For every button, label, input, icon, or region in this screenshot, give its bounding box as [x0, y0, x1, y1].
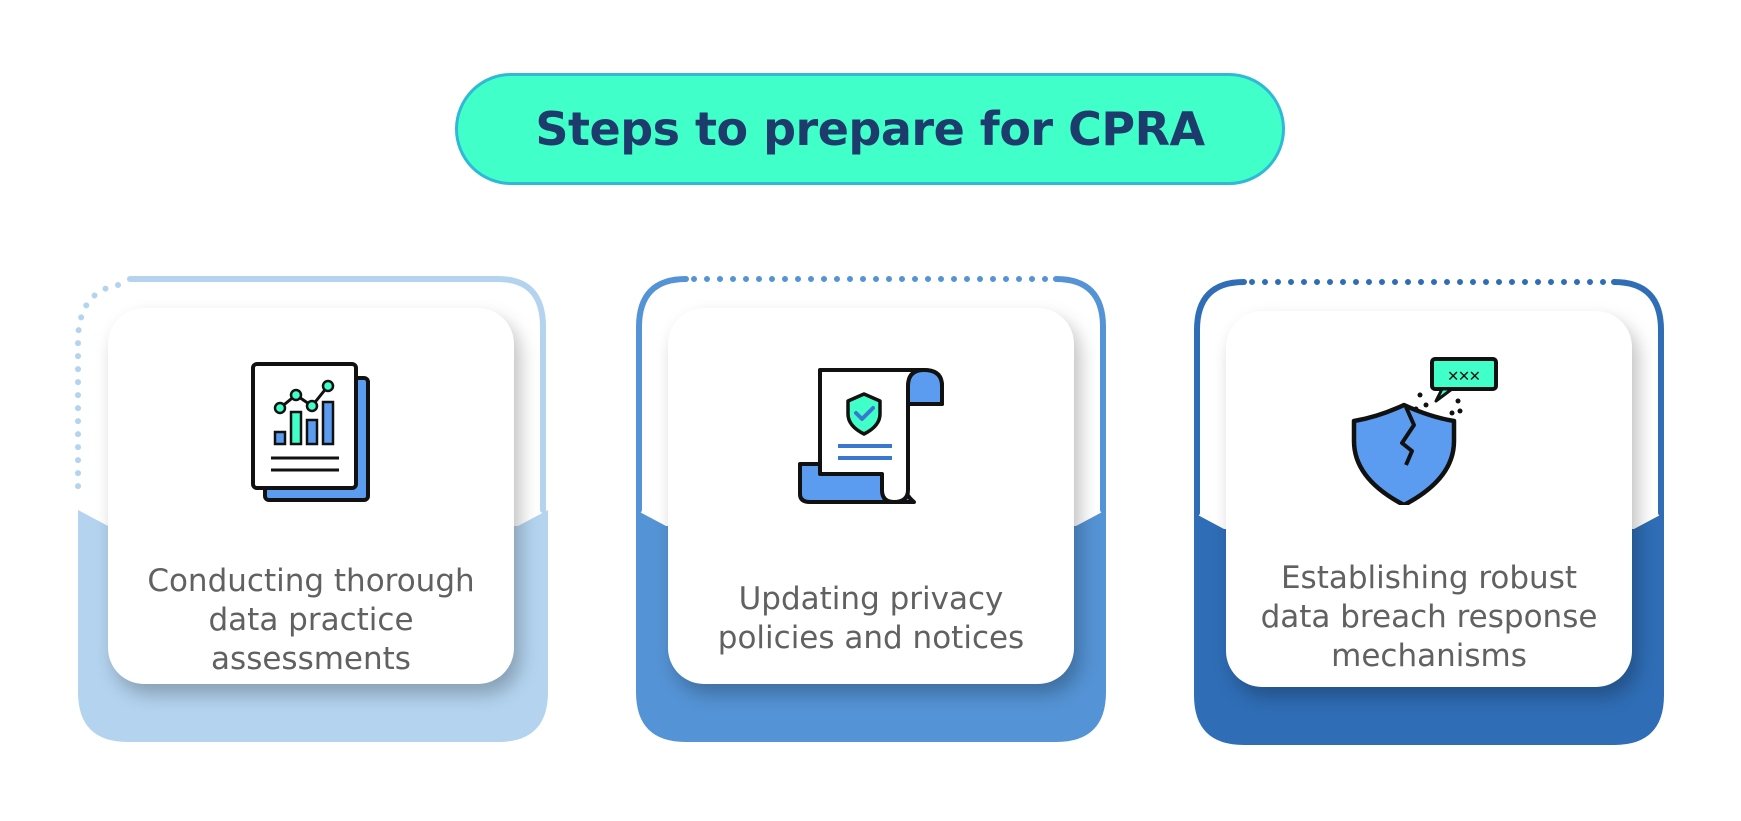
step-card-2: Updating privacy policies and notices: [636, 272, 1106, 752]
step-3-text: Establishing robust data breach response…: [1226, 559, 1632, 676]
report-chart-icon: [251, 362, 370, 502]
step-3-line-2: data breach response: [1260, 599, 1598, 635]
step-2-line-2: policies and notices: [717, 620, 1025, 656]
card-3-panel: ✕✕✕ Establishing robust data breach resp…: [1226, 311, 1632, 687]
step-1-text: Conducting thorough data practice assess…: [108, 562, 514, 679]
step-card-3: ✕✕✕ Establishing robust data breach resp…: [1194, 275, 1664, 755]
step-1-line-1: Conducting thorough: [147, 563, 475, 599]
step-1-line-2: data practice: [208, 602, 414, 638]
svg-text:✕✕✕: ✕✕✕: [1448, 365, 1481, 386]
step-2-text: Updating privacy policies and notices: [668, 580, 1074, 658]
title-banner: Steps to prepare for CPRA: [455, 73, 1285, 185]
step-2-line-1: Updating privacy: [738, 581, 1004, 617]
step-3-line-3: mechanisms: [1331, 638, 1527, 674]
step-1-line-3: assessments: [211, 641, 411, 677]
step-card-1: Conducting thorough data practice assess…: [75, 272, 548, 752]
privacy-scroll-icon: [798, 368, 944, 504]
card-1-panel: Conducting thorough data practice assess…: [108, 308, 514, 684]
broken-shield-password-icon: ✕✕✕: [1351, 357, 1498, 505]
page-title: Steps to prepare for CPRA: [535, 102, 1205, 156]
card-2-panel: Updating privacy policies and notices: [668, 308, 1074, 684]
step-3-line-1: Establishing robust: [1280, 560, 1578, 596]
